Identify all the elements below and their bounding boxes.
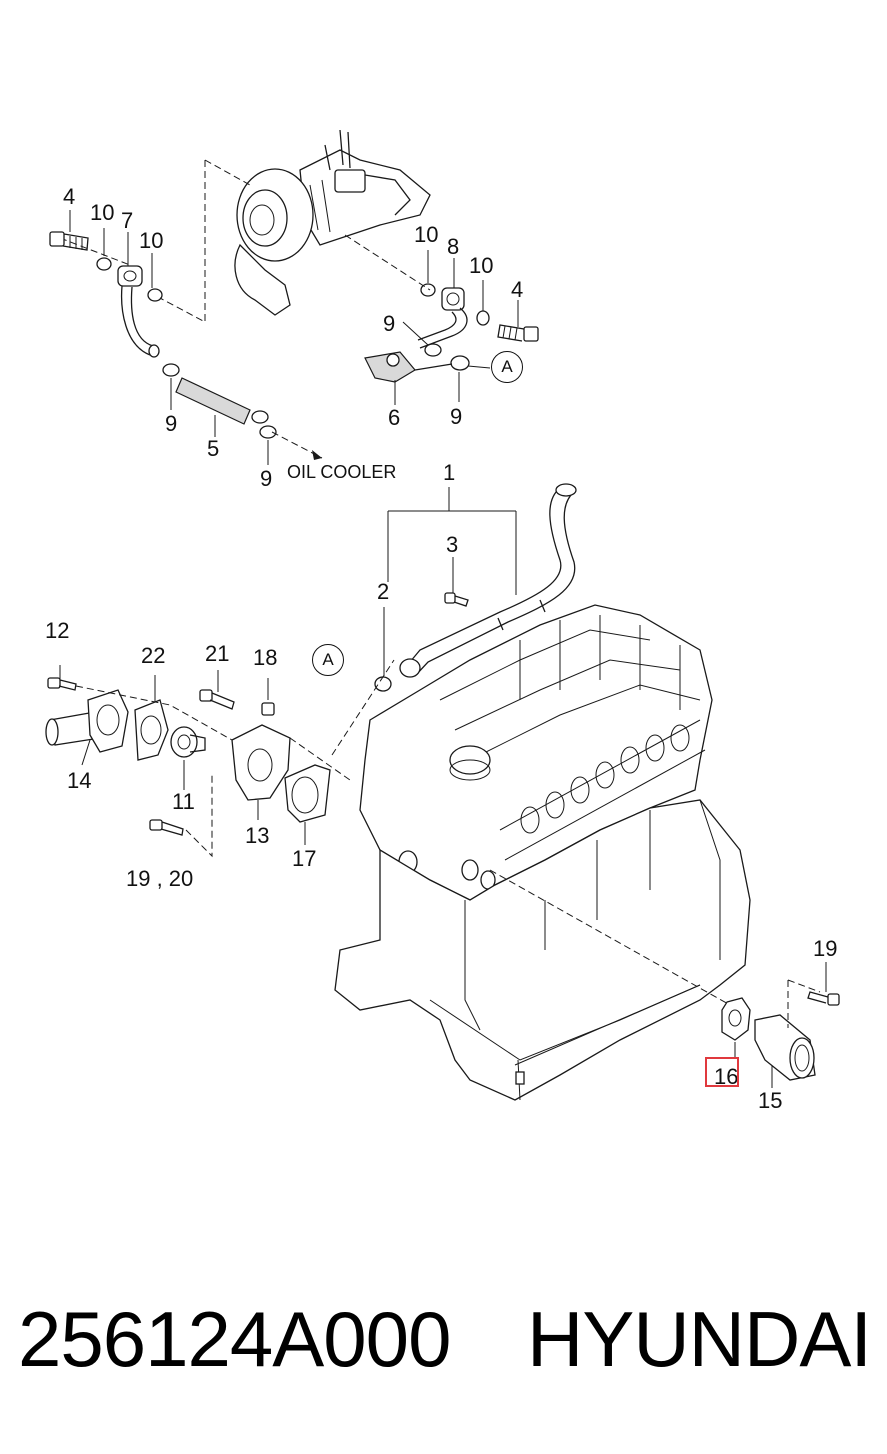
callout-8: 8 [447,234,460,259]
callout-9-cooler: 9 [260,466,273,491]
callout-7: 7 [121,208,134,233]
callout-22: 22 [141,643,166,668]
callout-21: 21 [205,641,230,666]
reference-marker-a-lower: A [312,644,344,676]
water-outlet-drawing [721,991,840,1081]
callout-9-feed: 9 [165,411,178,436]
callout-10-right-b: 10 [469,253,494,278]
engine-block-drawing [334,604,751,1101]
callout-5: 5 [207,436,220,461]
callout-10-upper: 10 [139,228,164,253]
callout-9-lower: 9 [450,404,463,429]
callout-19: 19 [813,936,838,961]
callout-9-return: 9 [383,311,396,336]
callout-2: 2 [377,579,390,604]
callout-4-left: 4 [63,184,76,209]
callout-19-20: 19 , 20 [126,866,194,891]
callout-3: 3 [446,532,459,557]
callout-4-right: 4 [511,277,524,302]
callout-14: 14 [67,768,92,793]
oil-feed-line-drawing [49,231,277,439]
callout-15: 15 [758,1088,783,1113]
oil-return-line-drawing [364,283,539,383]
callout-13: 13 [245,823,270,848]
thermostat-housing-drawing [45,677,331,836]
reference-marker-a-upper: A [491,351,523,383]
part-number: 256124A000 [18,1295,451,1383]
callout-10-right-a: 10 [414,222,439,247]
callout-6: 6 [388,405,401,430]
callout-1: 1 [443,460,456,485]
brand-name: HYUNDAI [527,1295,872,1383]
callout-17: 17 [292,846,317,871]
oil-cooler-note: OIL COOLER [287,462,397,482]
callout-12: 12 [45,618,70,643]
callout-16: 16 [714,1064,739,1089]
callout-18: 18 [253,645,278,670]
callout-10-left: 10 [90,200,115,225]
highlighted-part-box [705,1057,739,1087]
turbocharger-drawing [234,129,431,316]
callout-11: 11 [172,789,195,814]
